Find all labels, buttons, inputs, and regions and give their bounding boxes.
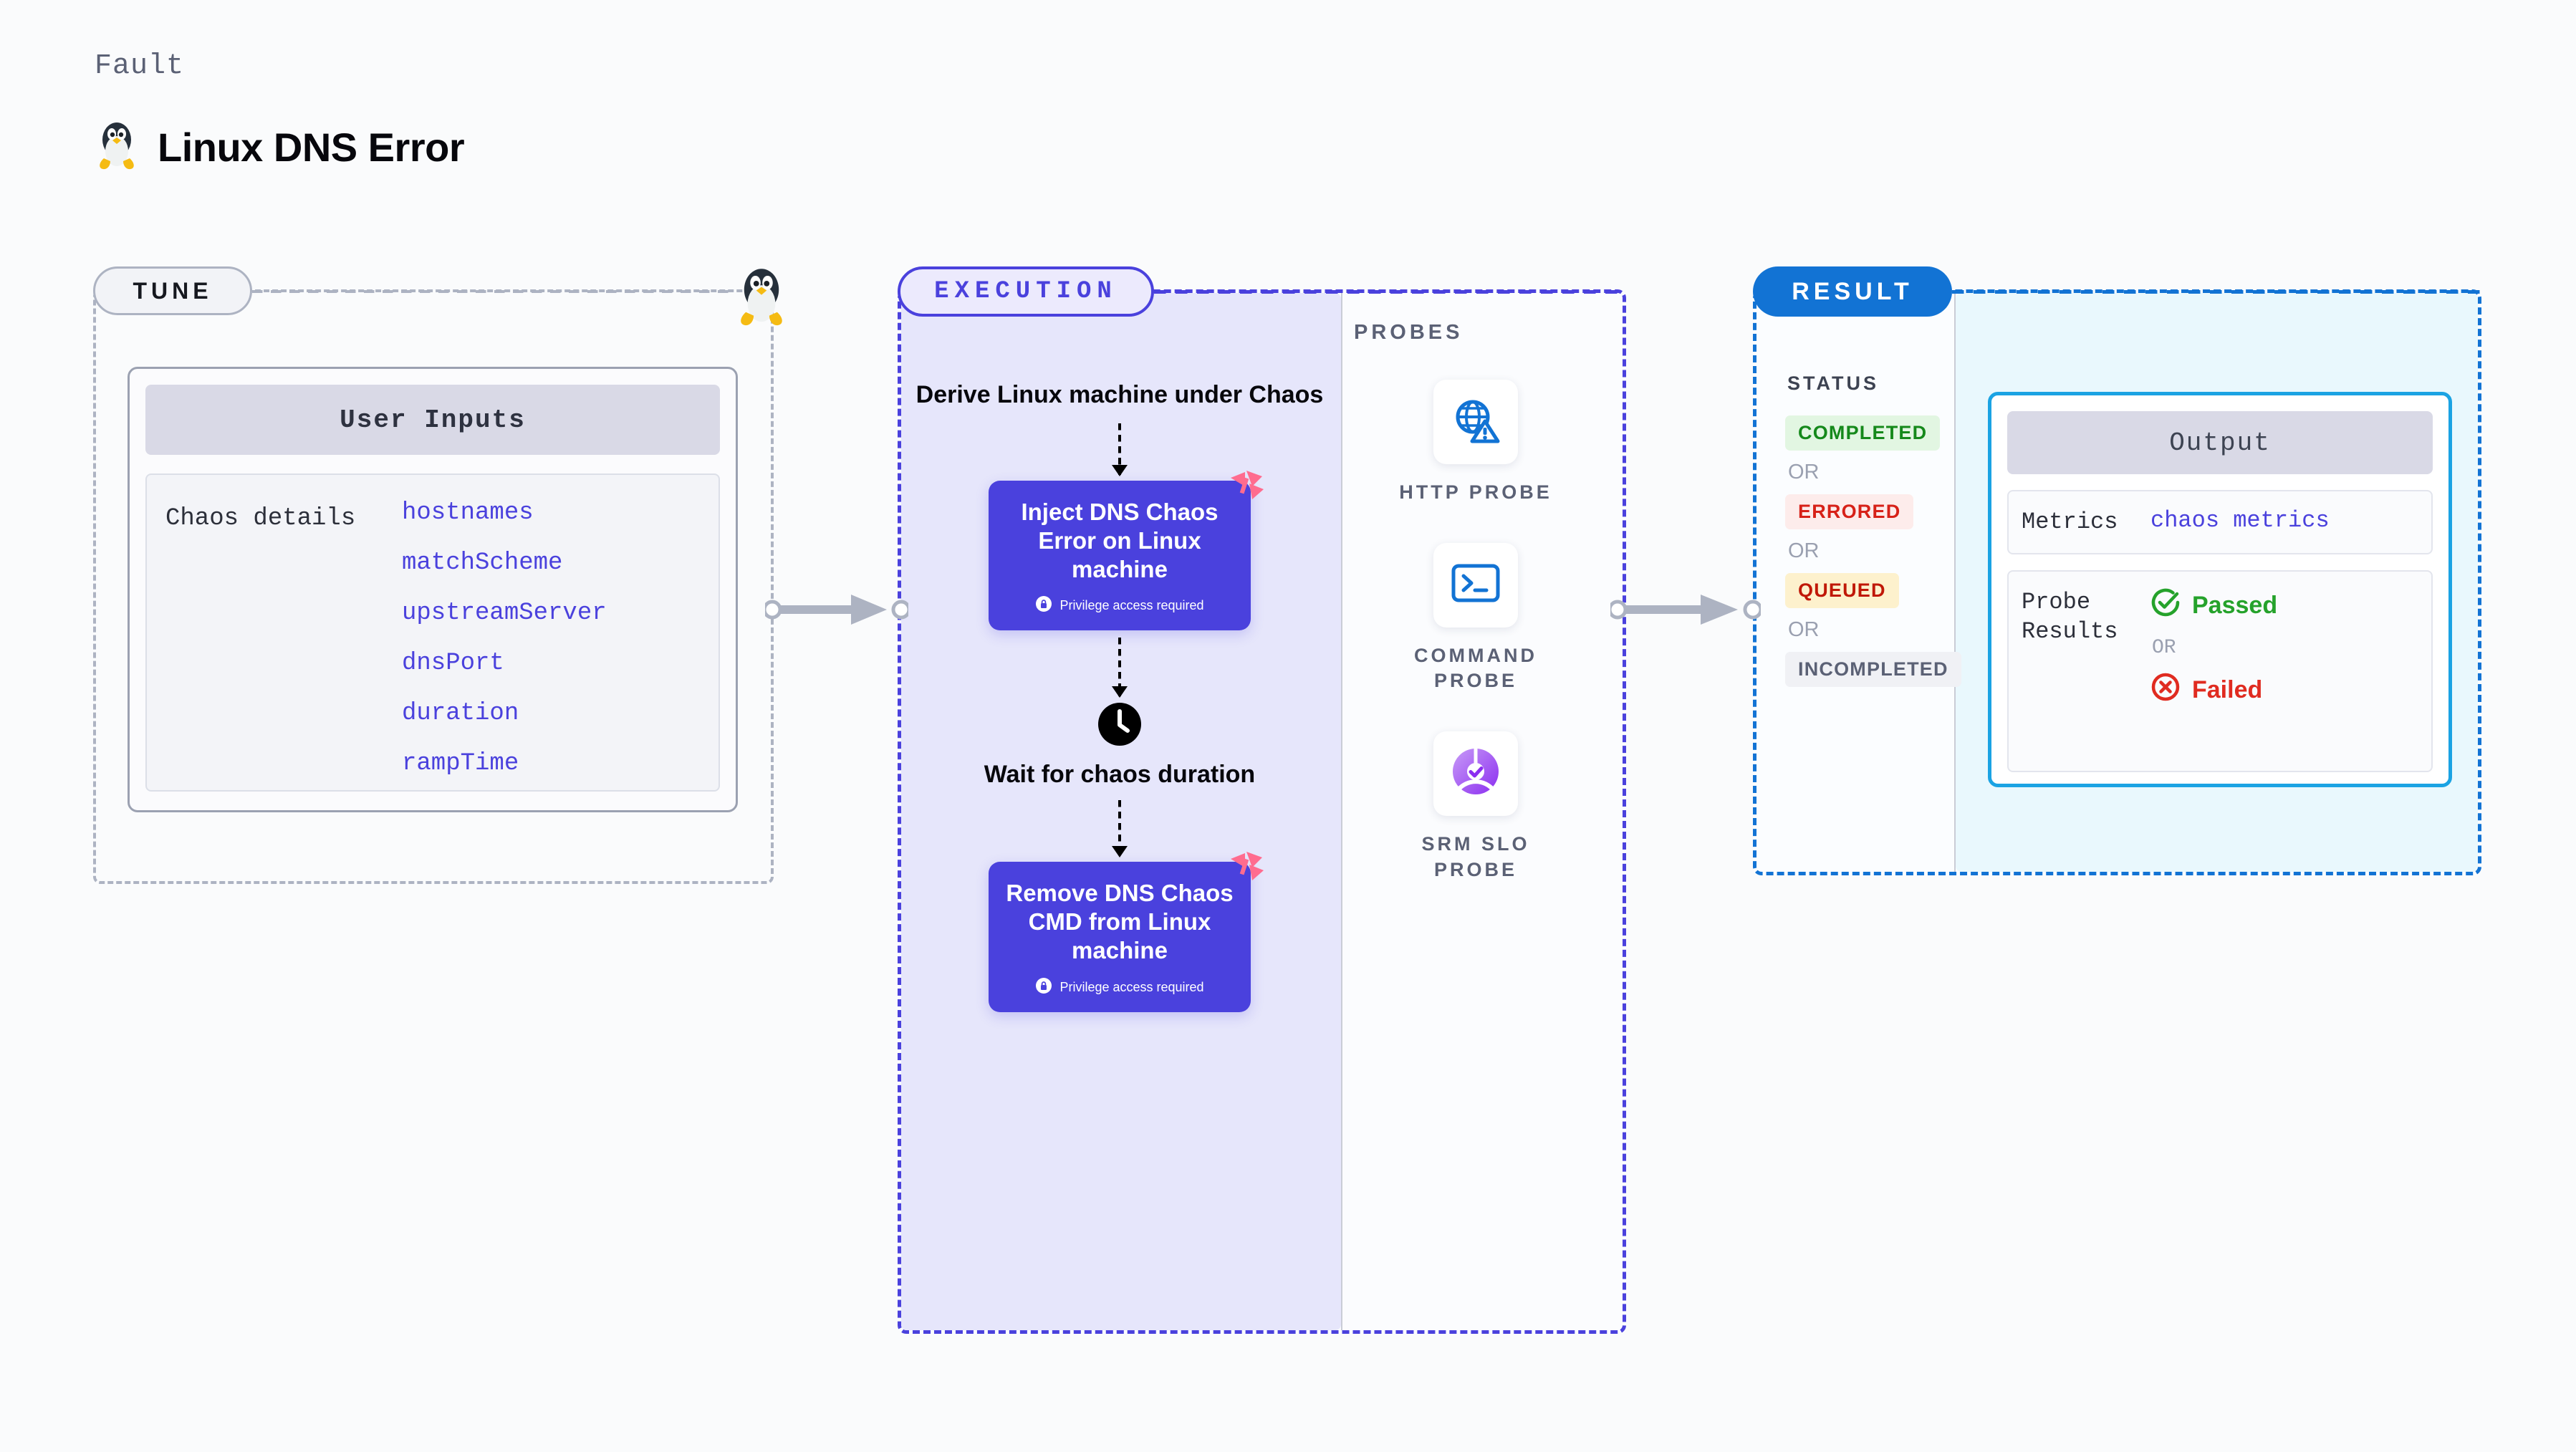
inject-chaos-privilege-text: Privilege access required <box>1059 598 1204 613</box>
inject-chaos-step-title: Inject DNS Chaos Error on Linux machine <box>1021 498 1219 583</box>
wait-step-caption: Wait for chaos duration <box>984 761 1256 789</box>
result-status-output-divider <box>1954 293 1956 872</box>
harness-logo-icon <box>1228 849 1265 886</box>
harness-logo-icon <box>1228 468 1265 505</box>
execution-flow: Derive Linux machine under Chaos Inject … <box>898 380 1342 1012</box>
status-badge: COMPLETED <box>1785 415 1941 451</box>
probe-label: SRM SLO PROBE <box>1421 832 1530 880</box>
probe-result-or-label: OR <box>2152 636 2176 659</box>
chaos-parameter-list: hostnames matchScheme upstreamServer dns… <box>402 499 607 777</box>
probe-result-failed: Failed <box>2150 672 2277 708</box>
probe-item-command[interactable]: COMMAND PROBE <box>1414 542 1537 694</box>
linux-tux-icon <box>95 118 139 176</box>
stage-pill-execution[interactable]: EXECUTION <box>898 266 1154 317</box>
execution-pill-dashed-line <box>1154 290 1627 294</box>
list-item[interactable]: hostnames <box>402 499 534 527</box>
stage-pill-result[interactable]: RESULT <box>1753 266 1952 317</box>
status-or-label: OR <box>1788 461 1820 484</box>
probes-list: HTTP PROBE COMMAND PROBE <box>1354 380 1597 883</box>
stage-pill-tune-label: TUNE <box>133 277 213 304</box>
status-badge: INCOMPLETED <box>1785 652 1961 687</box>
flow-arrow-2 <box>1118 638 1121 697</box>
page-title: Linux DNS Error <box>158 125 465 170</box>
tune-pill-dashed-line <box>252 290 731 293</box>
stage-pill-execution-label: EXECUTION <box>934 278 1118 305</box>
result-pill-dashed-line <box>1952 290 2484 294</box>
list-item[interactable]: rampTime <box>402 750 519 777</box>
list-item[interactable]: upstreamServer <box>402 600 607 627</box>
probe-results-label: Probe Results <box>2022 588 2118 645</box>
metrics-label: Metrics <box>2022 509 2118 535</box>
probes-section-label: PROBES <box>1354 321 1464 344</box>
remove-chaos-step[interactable]: Remove DNS Chaos CMD from Linux machine … <box>989 851 1264 1012</box>
connector-tune-to-execution <box>762 592 911 628</box>
probe-tile <box>1433 380 1518 464</box>
flow-arrow-3 <box>1118 799 1121 856</box>
connector-execution-to-result <box>1607 592 1763 628</box>
inject-chaos-step[interactable]: Inject DNS Chaos Error on Linux machine … <box>989 470 1264 631</box>
fault-eyebrow-label: Fault <box>95 50 185 82</box>
slo-donut-check-icon <box>1449 745 1502 802</box>
user-inputs-card: User Inputs Chaos details hostnames matc… <box>128 367 738 812</box>
status-or-label: OR <box>1788 539 1820 562</box>
derive-machine-step: Derive Linux machine under Chaos <box>915 381 1324 408</box>
remove-chaos-step-title: Remove DNS Chaos CMD from Linux machine <box>1006 879 1234 964</box>
chaos-details-label: Chaos details <box>165 505 356 532</box>
probe-results-row: Probe Results Passed OR <box>2007 569 2433 772</box>
probe-result-failed-label: Failed <box>2192 675 2263 703</box>
tune-border-linux-tux-icon <box>729 264 794 330</box>
probe-tile <box>1433 542 1518 628</box>
list-item[interactable]: matchScheme <box>402 549 563 577</box>
probe-item-http[interactable]: HTTP PROBE <box>1399 380 1552 506</box>
stage-pill-tune[interactable]: TUNE <box>93 266 252 315</box>
status-badge: ERRORED <box>1785 494 1914 529</box>
probe-results-values: Passed OR Failed <box>2150 587 2277 708</box>
page-title-row: Linux DNS Error <box>95 118 465 176</box>
metrics-value[interactable]: chaos metrics <box>2150 507 2330 534</box>
execution-probes-divider <box>1341 293 1342 1330</box>
globe-warning-icon <box>1451 395 1501 449</box>
status-badge: QUEUED <box>1785 573 1899 608</box>
probe-tile <box>1433 731 1518 816</box>
status-or-label: OR <box>1788 618 1820 641</box>
terminal-icon <box>1451 562 1501 607</box>
status-badge-list: COMPLETED OR ERRORED OR QUEUED OR INCOMP… <box>1785 415 1961 687</box>
status-section-label: STATUS <box>1787 372 1879 394</box>
user-inputs-header: User Inputs <box>145 385 720 455</box>
probe-item-srm-slo[interactable]: SRM SLO PROBE <box>1421 731 1529 883</box>
check-circle-icon <box>2150 587 2181 624</box>
list-item[interactable]: duration <box>402 700 519 727</box>
metrics-row: Metrics chaos metrics <box>2007 490 2433 554</box>
probe-label: HTTP PROBE <box>1399 481 1552 503</box>
clock-icon <box>1097 702 1142 746</box>
probe-result-passed-label: Passed <box>2192 591 2278 619</box>
list-item[interactable]: dnsPort <box>402 650 504 677</box>
probe-label: COMMAND PROBE <box>1414 644 1537 692</box>
flow-arrow-1 <box>1118 423 1121 475</box>
lock-icon <box>1035 977 1052 998</box>
stage-pill-result-label: RESULT <box>1792 277 1913 305</box>
output-card: Output Metrics chaos metrics Probe Resul… <box>1988 392 2452 787</box>
lock-icon <box>1035 595 1052 616</box>
remove-chaos-privilege-note: Privilege access required <box>1003 977 1236 998</box>
chaos-details-box: Chaos details hostnames matchScheme upst… <box>145 473 720 792</box>
inject-chaos-privilege-note: Privilege access required <box>1003 595 1236 616</box>
probe-result-passed: Passed <box>2150 587 2277 624</box>
remove-chaos-privilege-text: Privilege access required <box>1059 979 1204 994</box>
x-circle-icon <box>2150 672 2181 708</box>
output-card-header: Output <box>2007 411 2433 474</box>
